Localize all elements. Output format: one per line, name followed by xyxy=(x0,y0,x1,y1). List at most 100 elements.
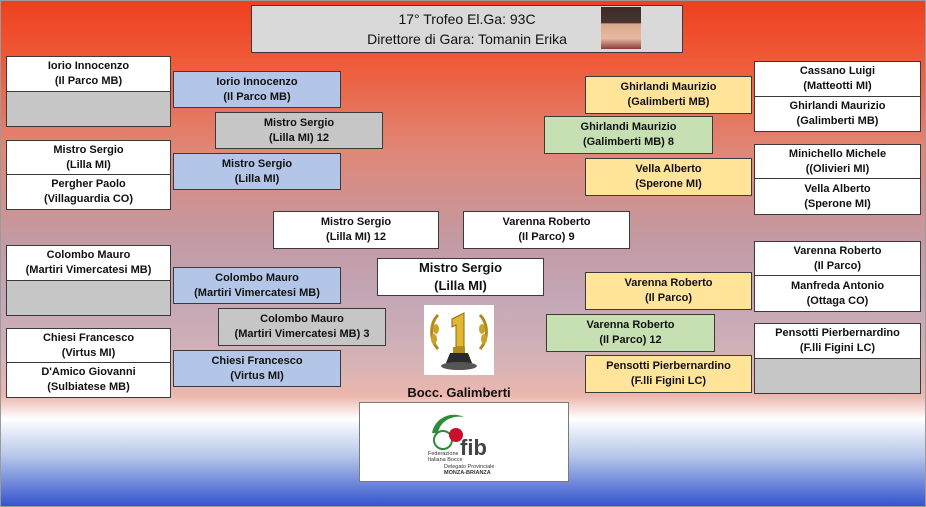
right-r2-slot-3: Varenna Roberto (Il Parco) xyxy=(585,272,752,310)
player-club: (Sulbiatese MB) xyxy=(47,381,130,393)
player-club: (Ottaga CO) xyxy=(806,294,869,307)
player-name: Varenna Roberto xyxy=(793,244,882,257)
left-r2-slot-1: Iorio Innocenzo (Il Parco MB) xyxy=(173,71,341,108)
director-photo xyxy=(601,7,641,49)
fib-delegate-text: Delegato Provinciale MONZA-BRIANZA xyxy=(444,464,494,476)
player-club: (Sperone MI) xyxy=(635,178,702,190)
fib-logo-text: fib xyxy=(460,435,487,460)
left-r1-slot-2-empty xyxy=(6,91,171,127)
player-name: Chiesi Francesco xyxy=(211,354,303,367)
left-r1-slot-5: Colombo Mauro (Martiri Vimercatesi MB) xyxy=(6,245,171,281)
player-name: Pensotti Pierbernardino xyxy=(606,360,731,372)
player-club: (Il Parco) xyxy=(644,292,693,304)
player-name: Ghirlandi Maurizio xyxy=(789,100,886,112)
right-r1-slot-8-empty xyxy=(754,358,921,394)
player-name: Manfreda Antonio xyxy=(790,279,885,292)
left-r1-slot-6-empty xyxy=(6,280,171,316)
player-name: Mistro Sergio xyxy=(53,143,124,156)
player-club: (Sperone MI) xyxy=(804,197,871,210)
right-r1-slot-2: Ghirlandi Maurizio (Galimberti MB) xyxy=(754,96,921,132)
winner-club: (Lilla MI) xyxy=(434,278,487,293)
winner-box: Mistro Sergio (Lilla MI) xyxy=(377,258,544,296)
player-name: Ghirlandi Maurizio xyxy=(580,121,677,133)
player-name: Varenna Roberto xyxy=(624,277,713,289)
player-name: Colombo Mauro xyxy=(46,249,131,261)
player-club: (Il Parco) xyxy=(813,259,862,272)
final-slot-left: Mistro Sergio (Lilla MI) 12 xyxy=(273,211,439,249)
player-name: Mistro Sergio xyxy=(221,157,293,170)
player-club: (Il Parco MB) xyxy=(54,75,123,87)
player-name: Cassano Luigi xyxy=(799,65,876,77)
final-slot-right: Varenna Roberto (Il Parco) 9 xyxy=(463,211,630,249)
player-name: Pensotti Pierbernardino xyxy=(775,327,900,339)
player-name: Vella Alberto xyxy=(635,163,702,175)
player-club: (Galimberti MB) xyxy=(796,115,879,127)
tournament-title: 17° Trofeo El.Ga: 93C xyxy=(398,11,536,27)
left-r3-slot-1: Mistro Sergio (Lilla MI) 12 xyxy=(215,112,383,149)
fib-line-2: Italiana Bocce xyxy=(428,457,463,463)
fib-small-text: Federazione Italiana Bocce xyxy=(428,451,463,463)
right-r1-slot-1: Cassano Luigi (Matteotti MI) xyxy=(754,61,921,97)
trophy-icon xyxy=(424,305,494,375)
player-name: Iorio Innocenzo xyxy=(47,60,130,72)
player-club: (Virtus MI) xyxy=(61,346,116,359)
left-r2-slot-2: Mistro Sergio (Lilla MI) xyxy=(173,153,341,190)
player-club: (F.lli Figini LC) xyxy=(630,375,707,387)
player-club: (Matteotti MI) xyxy=(803,80,872,92)
player-club: (Lilla MI) xyxy=(66,158,111,171)
right-r1-slot-6: Manfreda Antonio (Ottaga CO) xyxy=(754,275,921,312)
player-club-score: (Il Parco) 9 xyxy=(518,231,575,243)
right-r1-slot-7: Pensotti Pierbernardino (F.lli Figini LC… xyxy=(754,323,921,359)
player-club: (Lilla MI) xyxy=(234,172,280,185)
left-r2-slot-3: Colombo Mauro (Martiri Vimercatesi MB) xyxy=(173,267,341,304)
player-name: Pergher Paolo xyxy=(51,178,126,190)
left-r1-slot-3: Mistro Sergio (Lilla MI) xyxy=(6,140,171,175)
left-r2-slot-4: Chiesi Francesco (Virtus MI) xyxy=(173,350,341,387)
player-name: Varenna Roberto xyxy=(502,216,591,228)
player-name: Mistro Sergio xyxy=(263,116,335,129)
player-club-score: (Martiri Vimercatesi MB) 3 xyxy=(234,328,370,340)
left-r1-slot-7: Chiesi Francesco (Virtus MI) xyxy=(6,328,171,363)
player-club-score: (Il Parco) 12 xyxy=(599,334,662,346)
player-name: Chiesi Francesco xyxy=(42,331,135,344)
left-r1-slot-1: Iorio Innocenzo (Il Parco MB) xyxy=(6,56,171,92)
fib-line-1: Federazione xyxy=(428,451,459,457)
winner-name: Mistro Sergio xyxy=(418,260,503,275)
player-name: Minichello Michele xyxy=(788,147,887,160)
right-r1-slot-4: Vella Alberto (Sperone MI) xyxy=(754,178,921,215)
player-club-score: (Galimberti MB) 8 xyxy=(582,136,675,148)
player-name: Varenna Roberto xyxy=(586,319,675,331)
player-name: Ghirlandi Maurizio xyxy=(620,81,717,93)
right-r3-slot-1: Ghirlandi Maurizio (Galimberti MB) 8 xyxy=(544,116,713,154)
player-club: (Virtus MI) xyxy=(230,369,284,382)
race-director: Direttore di Gara: Tomanin Erika xyxy=(367,31,567,47)
left-r1-slot-4: Pergher Paolo (Villaguardia CO) xyxy=(6,174,171,210)
player-club: (Martiri Vimercatesi MB) xyxy=(194,286,320,299)
player-club: (Galimberti MB) xyxy=(627,96,710,108)
right-r3-slot-2: Varenna Roberto (Il Parco) 12 xyxy=(546,314,715,352)
sponsor-caption: Bocc. Galimberti xyxy=(407,385,511,400)
player-club: (Martiri Vimercatesi MB) xyxy=(25,264,152,276)
right-r2-slot-2: Vella Alberto (Sperone MI) xyxy=(585,158,752,196)
player-club: (Villaguardia CO) xyxy=(43,193,134,205)
player-name: Iorio Innocenzo xyxy=(216,75,298,88)
fib-line-3: Delegato Provinciale xyxy=(444,464,495,470)
player-club: ((Olivieri MI) xyxy=(805,162,870,175)
fib-logo-mark: fib xyxy=(432,414,487,460)
fib-line-4: MONZA-BRIANZA xyxy=(444,470,491,476)
right-r1-slot-3: Minichello Michele ((Olivieri MI) xyxy=(754,144,921,179)
player-club-score: (Lilla MI) 12 xyxy=(269,131,329,144)
player-club: (F.lli Figini LC) xyxy=(799,342,876,354)
player-name: Vella Alberto xyxy=(804,182,871,195)
player-name: Colombo Mauro xyxy=(260,313,344,325)
right-r2-slot-4: Pensotti Pierbernardino (F.lli Figini LC… xyxy=(585,355,752,393)
right-r1-slot-5: Varenna Roberto (Il Parco) xyxy=(754,241,921,276)
left-r1-slot-8: D'Amico Giovanni (Sulbiatese MB) xyxy=(6,362,171,398)
player-club: (Il Parco MB) xyxy=(223,90,291,103)
player-name: D'Amico Giovanni xyxy=(41,366,136,378)
fib-logo: fib Federazione Italiana Bocce Delegato … xyxy=(359,402,569,482)
player-name: Mistro Sergio xyxy=(320,216,392,228)
right-r2-slot-1: Ghirlandi Maurizio (Galimberti MB) xyxy=(585,76,752,114)
left-r3-slot-2: Colombo Mauro (Martiri Vimercatesi MB) 3 xyxy=(218,308,386,346)
